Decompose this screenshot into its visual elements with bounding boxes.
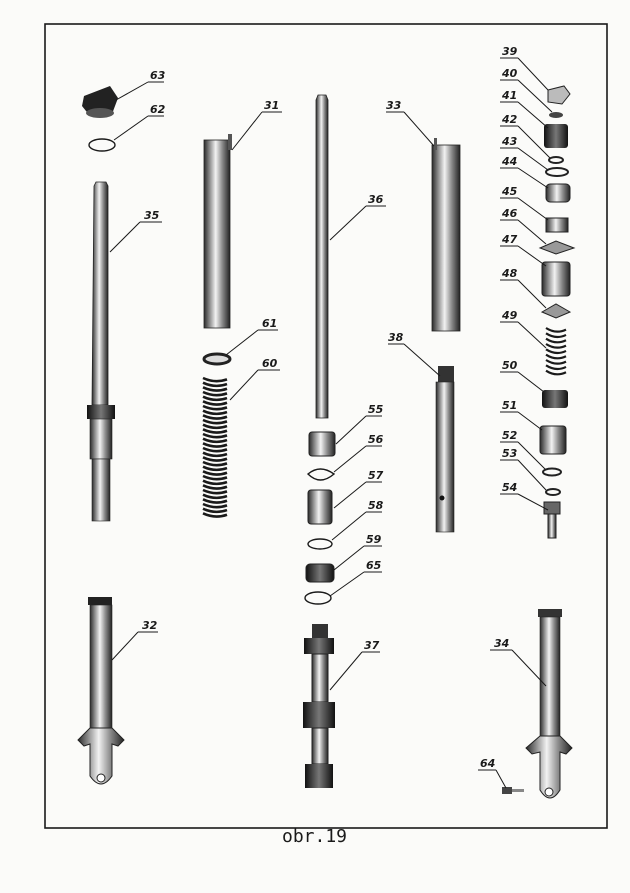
label-38: 38 [388,331,404,344]
label-65: 65 [366,559,382,572]
label-53: 53 [502,447,518,460]
label-43: 43 [501,135,518,148]
label-34: 34 [494,637,509,650]
part-59-seal-nut [305,563,335,583]
part-50-nut [542,390,568,408]
label-57: 57 [368,469,384,482]
part-48-plate [540,303,572,319]
label-36: 36 [368,193,384,206]
part-40-washer [549,112,563,118]
label-61: 61 [262,317,277,330]
label-51: 51 [502,399,517,412]
page-frame [44,23,608,829]
part-39-nut [547,85,571,105]
label-64: 64 [480,757,495,770]
label-50: 50 [502,359,518,372]
part-51-sleeve [539,425,567,455]
part-32-fork-leg-left [77,597,125,785]
part-54-bolt [543,501,561,539]
label-45: 45 [501,185,518,198]
label-56: 56 [368,433,384,446]
part-58-o-ring [307,538,333,550]
label-41: 41 [501,89,517,102]
label-59: 59 [366,533,382,546]
part-64-screw [502,787,524,794]
label-44: 44 [501,155,517,168]
label-49: 49 [501,309,518,322]
label-60: 60 [262,357,278,370]
part-55-bushing [308,431,336,457]
leader-lines [109,57,553,789]
part-56-circlip [306,468,336,481]
part-31-cover-tube-left [203,134,232,329]
part-38-piston-rod [435,366,455,533]
label-47: 47 [501,233,518,246]
label-39: 39 [502,45,518,58]
label-33: 33 [386,99,402,112]
label-63: 63 [150,69,166,82]
part-61-washer [202,352,232,366]
part-33-cover-tube-right [431,138,461,332]
part-45-seat [545,217,569,233]
part-63-cap [82,86,118,118]
part-43-washer [545,167,569,177]
label-31: 31 [264,99,279,112]
label-46: 46 [501,207,518,220]
label-58: 58 [368,499,384,512]
figure-caption: obr.19 [282,826,348,847]
part-35-fork-stanchion [87,181,115,522]
part-65-o-ring [304,591,332,605]
part-49-spring [545,327,567,376]
part-34-fork-leg-right [525,609,573,799]
part-42-washer [548,156,564,164]
part-46-plate [538,240,576,255]
label-62: 62 [150,103,166,116]
part-36-damper-rod [315,94,329,419]
part-47-cylinder [541,261,571,297]
part-37-damper-assembly [303,624,335,788]
part-62-o-ring [88,138,116,152]
part-52-washer [542,467,562,477]
label-32: 32 [142,619,158,632]
label-37: 37 [364,639,380,652]
label-40: 40 [501,67,518,80]
label-35: 35 [144,209,160,222]
part-41-valve [544,124,568,148]
part-53-washer [545,488,561,496]
label-55: 55 [368,403,384,416]
part-57-bushing [307,489,333,525]
label-52: 52 [502,429,518,442]
part-44-nut [545,183,571,203]
label-54: 54 [502,481,517,494]
part-number-labels: 63 62 35 31 32 61 60 36 37 55 56 57 58 5… [142,45,518,770]
label-48: 48 [501,267,518,280]
label-42: 42 [501,113,518,126]
part-60-spring [202,376,228,518]
